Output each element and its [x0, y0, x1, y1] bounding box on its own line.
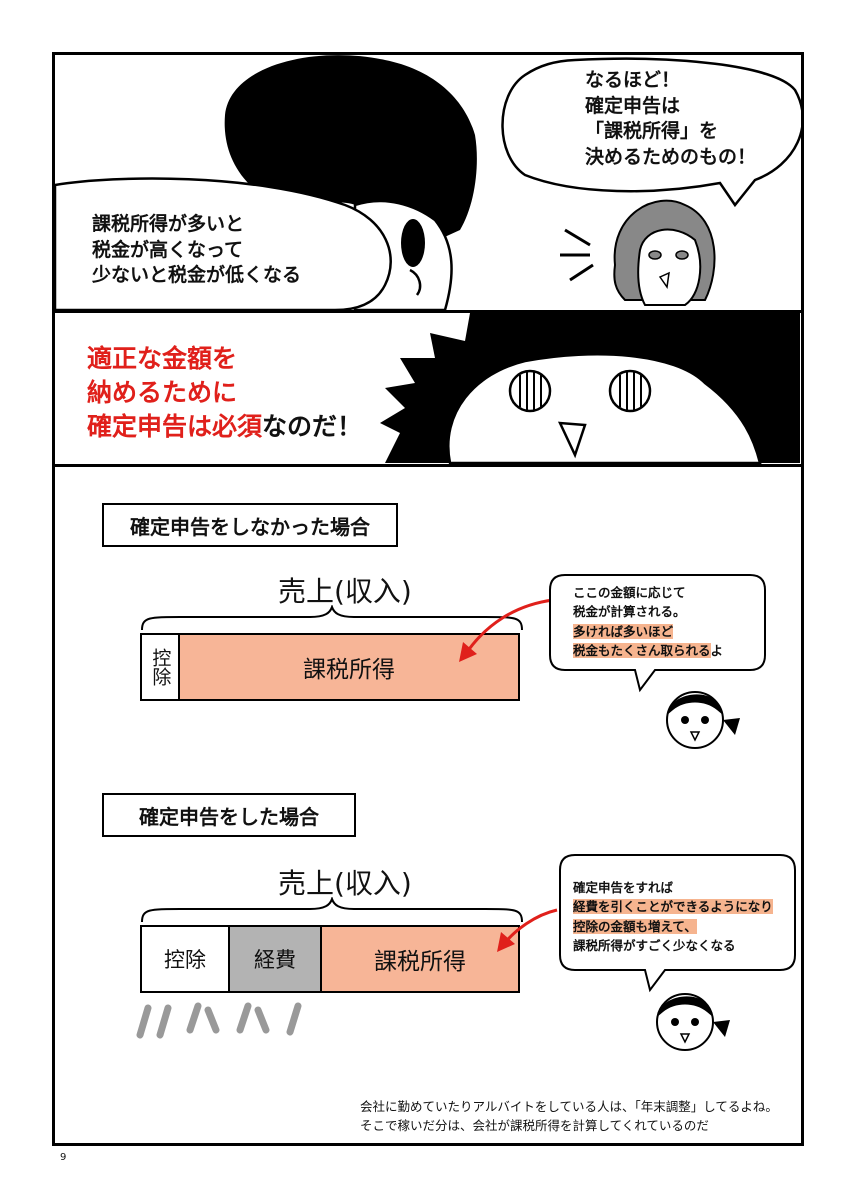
panel-divider-2 [52, 464, 804, 467]
note-line: 確定申告をすれば [573, 880, 674, 895]
panel2-illustration [380, 313, 800, 464]
section1-title: 確定申告をしなかった場合 [102, 503, 398, 547]
uriage-label: 売上(収入) [278, 867, 412, 900]
kazei-segment: 課税所得 [320, 927, 518, 991]
section2-note: 確定申告をすれば 経費を引くことができるようになり 控除の金額も増えて、 課税所… [573, 878, 773, 956]
note-line: 税金が計算される。 [573, 604, 686, 620]
caption-line: 適正な金額を [87, 344, 238, 373]
brace-icon [141, 897, 523, 923]
section2-title: 確定申告をした場合 [102, 793, 356, 837]
arrow-icon [501, 908, 558, 946]
kazei-segment: 課税所得 [178, 635, 518, 699]
eye-icon [401, 219, 425, 267]
caption-line: 確定申告は必須なのだ！ [87, 410, 362, 444]
speech-left: 課税所得が多いと 税金が高くなって 少ないと税金が低くなる [92, 212, 301, 289]
note-tail: よ [710, 643, 724, 659]
koujo-segment: 控除 [142, 635, 178, 699]
note-line: ここの金額に応じて [573, 585, 686, 600]
speech-right: なるほど！ 確定申告は 「課税所得」を 決めるためのもの！ [585, 68, 756, 171]
speech-left-line: 税金が高くなって [92, 238, 244, 261]
note-highlight: 税金もたくさん取られる [573, 643, 711, 659]
kazei-label: 課税所得 [374, 949, 466, 975]
speech-right-line: 「課税所得」を [585, 120, 719, 143]
kazei-label: 課税所得 [303, 657, 395, 683]
section1-bar: 控除 課税所得 [140, 633, 520, 701]
note-line: 控除の金額も増えて、 [573, 917, 773, 936]
panel2-caption: 適正な金額を 納めるために 確定申告は必須なのだ！ [87, 342, 362, 443]
note-highlight: 経費を引くことができるようになり [573, 899, 773, 915]
uriage-label: 売上(収入) [278, 575, 412, 608]
note-highlight: 多ければ多いほど [573, 623, 674, 639]
page-number: 9 [60, 1152, 67, 1163]
note-line: 経費を引くことができるようになり [573, 897, 773, 916]
koujo-label: 控除 [164, 948, 206, 972]
keihi-label: 経費 [254, 948, 296, 972]
speech-left-line: 課税所得が多いと [92, 213, 245, 235]
note-line: 課税所得がすごく少なくなる [573, 938, 736, 954]
section2-bar: 控除 経費 課税所得 [140, 925, 520, 993]
decorative-hash-marks [136, 1002, 302, 1039]
speech-right-line: なるほど！ [585, 69, 681, 91]
caption-emphasis: 確定申告は必須 [87, 411, 263, 441]
speech-right-line: 確定申告は [585, 94, 681, 117]
section1-note: ここの金額に応じて 税金が計算される。 多ければ多いほど 税金もたくさん取られる… [573, 583, 723, 661]
koujo-label: 控除 [149, 648, 172, 686]
panel-divider-1 [52, 310, 804, 313]
caption-line: 納めるために [87, 377, 238, 407]
speech-left-line: 少ないと税金が低くなる [92, 264, 302, 287]
caption-rest: なのだ！ [262, 411, 363, 441]
footer-line: 会社に勤めていたりアルバイトをしている人は、「年末調整」してるよね。 [360, 1099, 778, 1114]
note-highlight: 控除の金額も増えて、 [573, 918, 697, 934]
note-line: 多ければ多いほど [573, 622, 723, 641]
note-line: 税金もたくさん取られるよ [573, 641, 723, 660]
footer-note: 会社に勤めていたりアルバイトをしている人は、「年末調整」してるよね。 そこで稼い… [360, 1098, 778, 1136]
koujo-segment: 控除 [142, 927, 228, 991]
surprise-marks-icon [560, 228, 594, 282]
arrow-icon [463, 598, 554, 656]
keihi-segment: 経費 [228, 927, 320, 991]
panel1-illustration [55, 55, 801, 310]
eye-icon [508, 369, 552, 413]
eye-icon [608, 369, 652, 413]
footer-line: そこで稼いだ分は、会社が課税所得を計算してくれているのだ [360, 1117, 709, 1133]
speech-right-line: 決めるためのもの！ [585, 145, 757, 168]
page-frame [52, 52, 804, 1146]
